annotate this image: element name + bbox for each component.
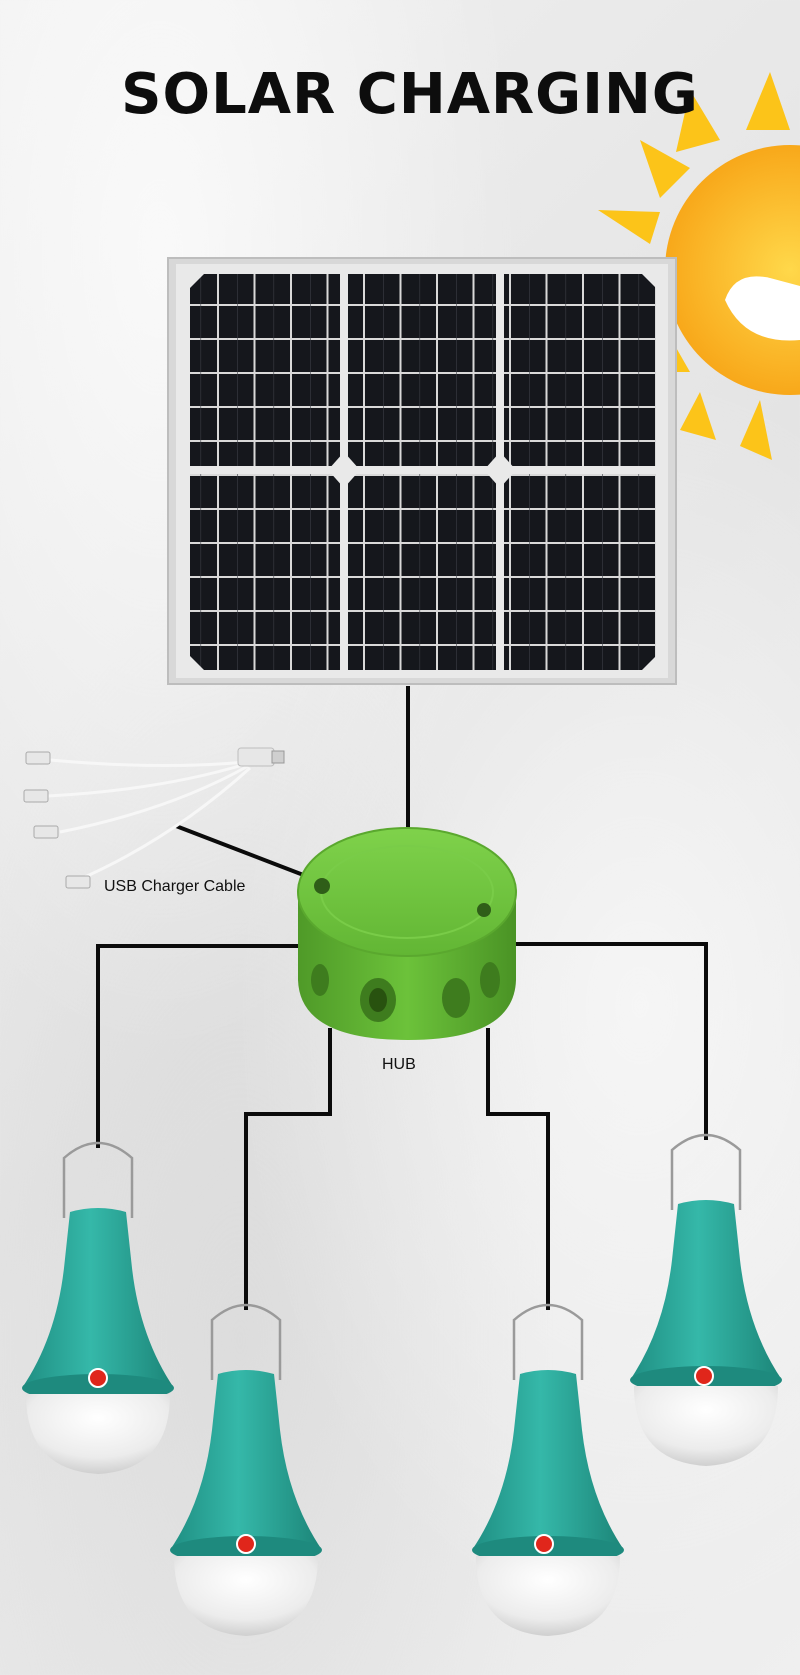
usb-cable-label: USB Charger Cable	[104, 878, 246, 895]
solar-panel	[167, 257, 677, 685]
usb-cable	[23, 747, 285, 889]
sun-icon	[598, 72, 800, 460]
hub-box	[297, 827, 517, 1040]
hub-label: HUB	[382, 1056, 416, 1073]
lamp-bulb	[22, 1141, 174, 1474]
lamp-bulb	[630, 1133, 782, 1466]
page-title: SOLAR CHARGING	[121, 62, 699, 127]
wires	[96, 686, 708, 1310]
lamp-bulb	[170, 1303, 322, 1636]
lamp-bulb	[472, 1303, 624, 1636]
